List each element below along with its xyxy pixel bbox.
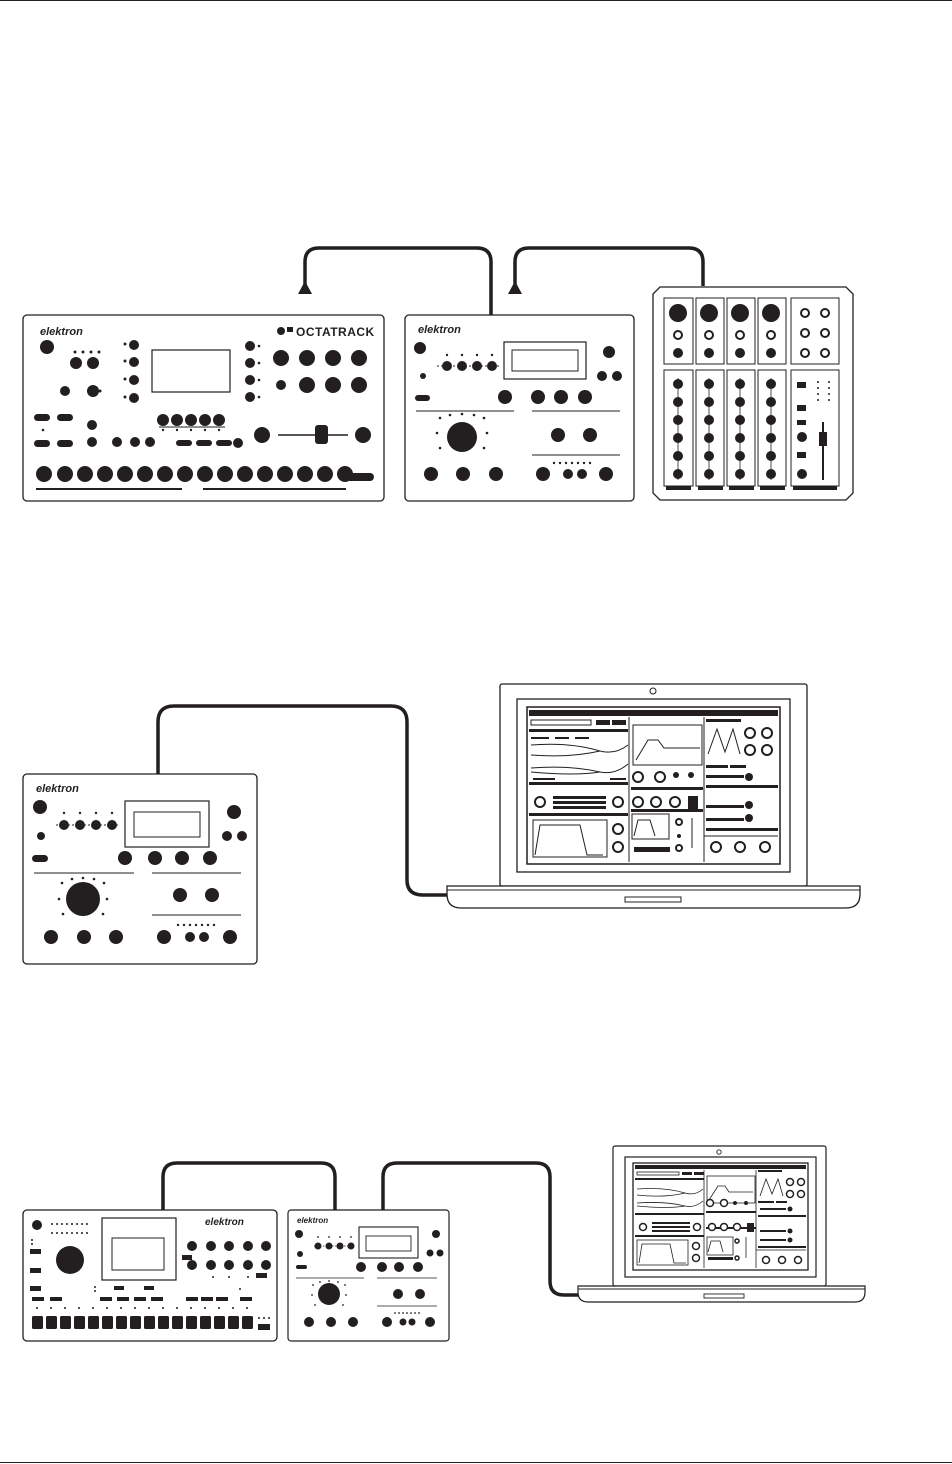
elektron-logo: elektron [36,783,79,795]
elektron-logo: elektron [418,324,461,336]
scenario-1: elektron OCTATRACK [23,248,853,501]
arrow-up-icon [298,281,312,294]
mixer-device [653,287,853,500]
scenario-2: elektron [23,684,860,964]
elektron-logo: elektron [40,326,83,338]
laptop-device [578,1146,865,1302]
analog-heat-device: elektron [23,774,257,964]
webcam-icon [717,1150,721,1154]
octatrack-device: elektron OCTATRACK [23,315,384,501]
arrow-up-icon [508,281,522,294]
analog-rytm-device: elektron [23,1210,277,1341]
webcam-icon [650,688,656,694]
cable-1b [515,248,703,292]
laptop-device [447,684,860,908]
octatrack-logo: OCTATRACK [296,325,375,339]
cable-3a [163,1163,335,1212]
elektron-logo: elektron [297,1216,328,1225]
scenario-3: elektron [23,1146,865,1341]
elektron-logo: elektron [205,1217,244,1228]
analog-heat-device: elektron [405,315,634,501]
cable-1a [305,248,491,316]
analog-heat-device: elektron [288,1210,449,1341]
